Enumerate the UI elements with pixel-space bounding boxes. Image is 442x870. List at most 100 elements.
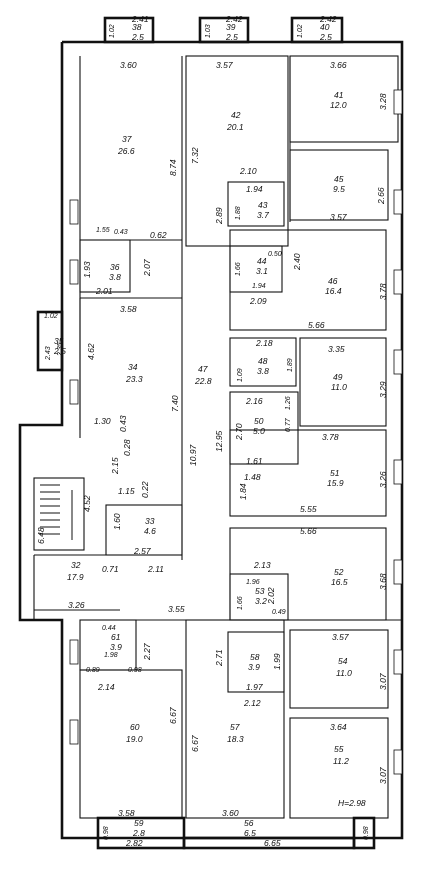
svg-text:7.40: 7.40 xyxy=(170,395,180,412)
room-58-id: 58 xyxy=(250,652,260,662)
svg-text:1.48: 1.48 xyxy=(244,472,261,482)
room-35-id: 35 xyxy=(54,336,64,346)
svg-text:1.94: 1.94 xyxy=(252,283,266,290)
svg-text:1.02: 1.02 xyxy=(44,313,58,320)
svg-text:3.26: 3.26 xyxy=(68,600,85,610)
svg-text:1.98: 1.98 xyxy=(104,652,118,659)
room-54-area: 11.0 xyxy=(336,668,352,678)
svg-text:3.58: 3.58 xyxy=(120,304,137,314)
room-41-area: 12.0 xyxy=(330,100,347,110)
room-61-id: 61 xyxy=(111,632,121,642)
svg-text:2.70: 2.70 xyxy=(234,423,244,441)
svg-text:3.78: 3.78 xyxy=(378,283,388,300)
svg-text:1.99: 1.99 xyxy=(272,653,282,670)
svg-text:0.62: 0.62 xyxy=(150,230,167,240)
room-56-id: 56 xyxy=(244,818,254,828)
stairs xyxy=(40,484,73,540)
room-34-id: 34 xyxy=(128,362,138,372)
svg-text:0.98: 0.98 xyxy=(363,826,370,840)
svg-text:2.66: 2.66 xyxy=(376,187,386,205)
room-40-id: 40 xyxy=(320,22,330,32)
svg-text:6.67: 6.67 xyxy=(190,735,200,752)
svg-text:1.03: 1.03 xyxy=(205,24,212,38)
svg-text:4.62: 4.62 xyxy=(86,343,96,360)
svg-text:2.18: 2.18 xyxy=(255,338,273,348)
room-58-area: 3.9 xyxy=(248,662,260,672)
room-41-id: 41 xyxy=(334,90,344,100)
svg-text:3.35: 3.35 xyxy=(328,344,345,354)
svg-text:1.93: 1.93 xyxy=(82,261,92,278)
svg-text:3.26: 3.26 xyxy=(378,471,388,488)
room-labels: 37 26.6 42 20.1 41 12.0 45 9.5 43 3.7 36… xyxy=(53,22,352,838)
svg-text:1.60: 1.60 xyxy=(112,513,122,530)
svg-text:2.89: 2.89 xyxy=(214,207,224,225)
room-49-id: 49 xyxy=(333,372,343,382)
svg-text:6.67: 6.67 xyxy=(168,707,178,724)
svg-text:3.57: 3.57 xyxy=(330,212,347,222)
svg-text:2.71: 2.71 xyxy=(214,649,224,667)
svg-text:2.42: 2.42 xyxy=(225,14,243,24)
svg-text:10.97: 10.97 xyxy=(188,444,198,466)
room-60-area: 19.0 xyxy=(126,734,143,744)
room-34-area: 23.3 xyxy=(125,374,143,384)
svg-text:1.89: 1.89 xyxy=(287,358,294,372)
svg-text:1.61: 1.61 xyxy=(246,456,263,466)
room-59-area: 2.8 xyxy=(132,828,145,838)
svg-text:1.02: 1.02 xyxy=(109,24,116,38)
partitions xyxy=(33,55,402,819)
room-61-area: 3.9 xyxy=(110,642,122,652)
room-51-id: 51 xyxy=(330,468,340,478)
svg-text:7.32: 7.32 xyxy=(190,147,200,164)
svg-text:3.60: 3.60 xyxy=(222,808,239,818)
svg-text:1.02: 1.02 xyxy=(297,24,304,38)
room-33-area: 4.6 xyxy=(144,526,156,536)
room-53-area: 3.2 xyxy=(255,596,267,606)
room-32-id: 32 xyxy=(71,560,81,570)
room-55-id: 55 xyxy=(334,744,344,754)
svg-text:0.89: 0.89 xyxy=(86,667,100,674)
svg-text:0.22: 0.22 xyxy=(140,481,150,498)
svg-text:2.40: 2.40 xyxy=(292,253,302,271)
room-50-id: 50 xyxy=(254,416,264,426)
svg-text:2.12: 2.12 xyxy=(243,698,261,708)
svg-text:1.84: 1.84 xyxy=(238,483,248,500)
svg-text:2.41: 2.41 xyxy=(131,14,149,24)
room-45-area: 9.5 xyxy=(333,184,345,194)
svg-text:2.82: 2.82 xyxy=(125,838,143,848)
room-56-area: 6.5 xyxy=(244,828,256,838)
room-36-area: 3.8 xyxy=(109,272,121,282)
room-47-area: 22.8 xyxy=(194,376,212,386)
svg-text:0.98: 0.98 xyxy=(128,667,142,674)
room-32-area: 17.9 xyxy=(67,572,84,582)
svg-text:1.26: 1.26 xyxy=(285,396,292,410)
svg-text:0.50: 0.50 xyxy=(268,251,282,258)
svg-text:3.07: 3.07 xyxy=(378,767,388,784)
room-43-area: 3.7 xyxy=(257,210,269,220)
svg-text:2.10: 2.10 xyxy=(239,166,257,176)
svg-text:5.66: 5.66 xyxy=(308,320,325,330)
svg-text:6.48: 6.48 xyxy=(36,527,46,544)
room-57-id: 57 xyxy=(230,722,240,732)
dimension-labels: 1.02 2.41 1.03 2.42 1.02 2.42 3.60 3.57 … xyxy=(36,14,388,848)
svg-text:1.66: 1.66 xyxy=(237,596,244,610)
svg-text:1.94: 1.94 xyxy=(246,184,263,194)
svg-text:1.15: 1.15 xyxy=(118,486,135,496)
svg-text:3.64: 3.64 xyxy=(330,722,347,732)
svg-text:3.57: 3.57 xyxy=(332,632,349,642)
svg-text:H=2.98: H=2.98 xyxy=(338,798,366,808)
svg-text:2.02: 2.02 xyxy=(266,587,276,605)
svg-text:3.07: 3.07 xyxy=(378,673,388,690)
svg-text:2.01: 2.01 xyxy=(95,286,113,296)
svg-text:1.09: 1.09 xyxy=(237,368,244,382)
room-48-id: 48 xyxy=(258,356,268,366)
svg-text:0.77: 0.77 xyxy=(285,417,292,432)
room-46-id: 46 xyxy=(328,276,338,286)
svg-text:3.78: 3.78 xyxy=(322,432,339,442)
outer-walls xyxy=(18,16,404,850)
svg-text:3.68: 3.68 xyxy=(378,573,388,590)
room-51-area: 15.9 xyxy=(327,478,344,488)
room-57-area: 18.3 xyxy=(227,734,244,744)
svg-text:0.49: 0.49 xyxy=(272,609,286,616)
room-50-area: 5.0 xyxy=(253,426,265,436)
